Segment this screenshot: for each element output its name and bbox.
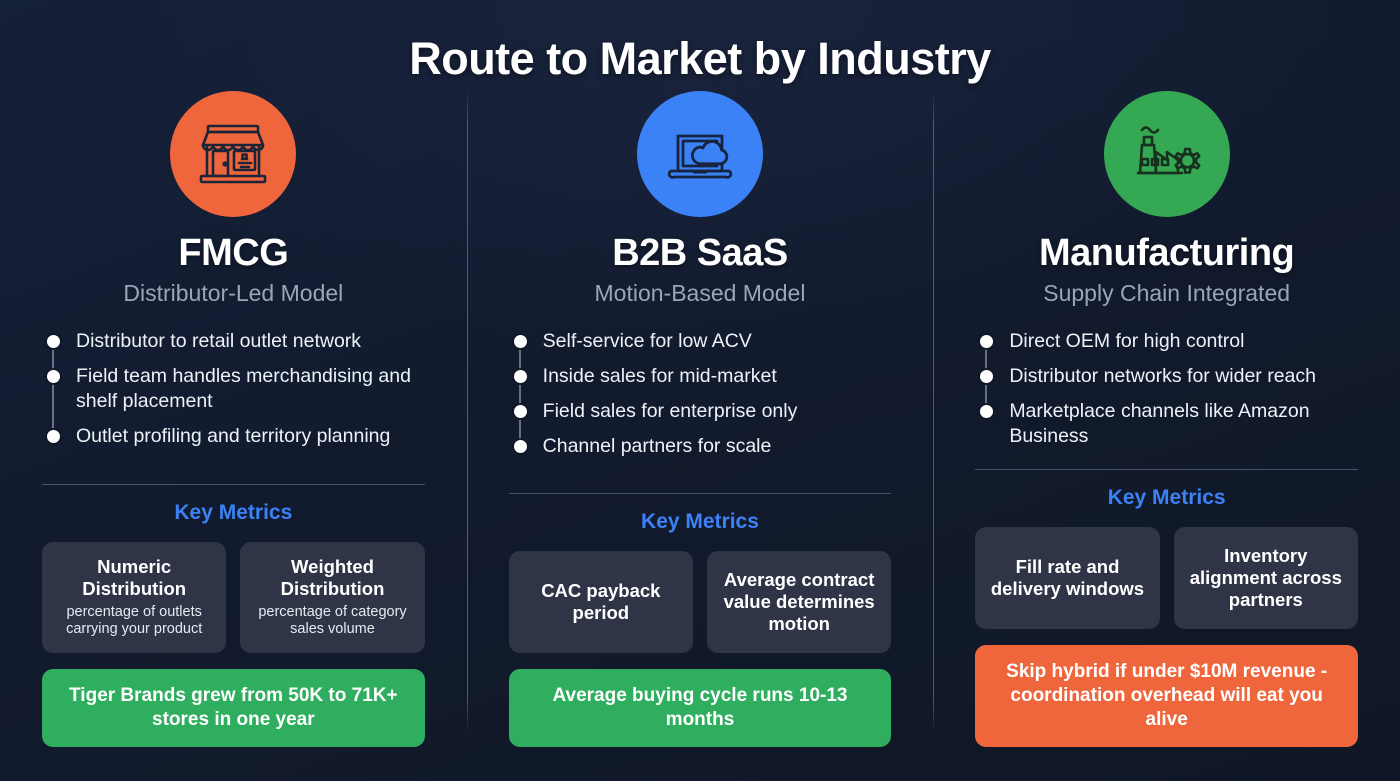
industry-columns: FMCG Distributor-Led Model Distributor t…: [0, 85, 1400, 747]
industry-column-manufacturing: Manufacturing Supply Chain Integrated Di…: [933, 85, 1400, 747]
metric-card[interactable]: Fill rate and delivery windows: [975, 526, 1160, 629]
bullet-text: Distributor to retail outlet network: [76, 329, 362, 352]
bullet-text: Channel partners for scale: [542, 434, 772, 457]
highlight-banner-manufacturing: Skip hybrid if under $10M revenue - coor…: [975, 644, 1358, 747]
section-divider: [42, 484, 425, 486]
bullet-text: Inside sales for mid-market: [542, 364, 777, 387]
industry-column-b2b-saas: B2B SaaS Motion-Based Model Self-service…: [466, 85, 934, 747]
metric-card-title: Fill rate and delivery windows: [990, 555, 1145, 599]
list-item: Inside sales for mid-market: [513, 364, 892, 389]
section-divider: [508, 492, 892, 494]
metric-card-title: Average contract value determines motion: [723, 569, 875, 634]
industry-column-fmcg: FMCG Distributor-Led Model Distributor t…: [0, 85, 467, 747]
bullet-dot-icon: [513, 334, 527, 348]
bullet-dot-icon: [513, 369, 527, 383]
bullet-text: Field team handles merchandising and she…: [76, 364, 411, 412]
highlight-banner-text: Skip hybrid if under $10M revenue - coor…: [1006, 660, 1328, 730]
column-subtitle-b2b-saas: Motion-Based Model: [594, 279, 806, 306]
highlight-banner-text: Tiger Brands grew from 50K to 71K+ store…: [69, 684, 398, 730]
highlight-banner-fmcg: Tiger Brands grew from 50K to 71K+ store…: [42, 668, 425, 747]
list-item: Distributor networks for wider reach: [980, 364, 1358, 389]
column-subtitle-manufacturing: Supply Chain Integrated: [1043, 279, 1291, 306]
column-subtitle-fmcg: Distributor-Led Model: [123, 279, 344, 306]
metric-card-title: Weighted Distribution: [280, 556, 385, 600]
column-title-b2b-saas: B2B SaaS: [612, 232, 788, 274]
bullet-dot-icon: [513, 404, 527, 418]
bullet-dot-icon: [980, 334, 994, 348]
metric-card[interactable]: Numeric Distribution percentage of outle…: [42, 542, 227, 653]
key-metrics-heading: Key Metrics: [1107, 485, 1226, 509]
bullet-dot-icon: [980, 404, 994, 418]
bullet-list-manufacturing: Direct OEM for high control Distributor …: [975, 329, 1358, 449]
list-item: Self-service for low ACV: [513, 329, 892, 354]
metric-card-title: Numeric Distribution: [82, 556, 187, 600]
bullet-text: Field sales for enterprise only: [542, 399, 798, 422]
section-divider: [975, 468, 1358, 470]
list-item: Marketplace channels like Amazon Busines…: [980, 399, 1358, 449]
highlight-banner-b2b-saas: Average buying cycle runs 10-13 months: [508, 668, 892, 747]
bullet-list-fmcg: Distributor to retail outlet network Fie…: [42, 329, 425, 449]
bullet-text: Self-service for low ACV: [542, 329, 752, 352]
icon-wrap-manufacturing: [975, 91, 1358, 217]
list-item: Outlet profiling and territory planning: [47, 424, 425, 449]
list-item: Field team handles merchandising and she…: [47, 364, 425, 414]
metric-card-desc: percentage of outlets carrying your prod…: [66, 603, 203, 638]
metric-card-desc: percentage of category sales volume: [258, 603, 407, 638]
bullet-list-b2b-saas: Self-service for low ACV Inside sales fo…: [509, 329, 892, 459]
bullet-text: Direct OEM for high control: [1009, 329, 1245, 352]
factory-gear-icon: [1103, 91, 1230, 217]
bullet-dot-icon: [513, 439, 527, 453]
metric-card[interactable]: Average contract value determines motion: [706, 550, 892, 653]
bullet-dot-icon: [47, 429, 60, 443]
list-item: Distributor to retail outlet network: [47, 329, 425, 354]
metric-card-title: Inventory alignment across partners: [1189, 544, 1342, 610]
bullet-dot-icon: [47, 369, 60, 383]
metric-card-title: CAC payback period: [541, 579, 661, 623]
metric-card[interactable]: CAC payback period: [508, 550, 693, 653]
metric-card-group-fmcg: Numeric Distribution percentage of outle…: [42, 542, 425, 653]
bullet-rail: [52, 340, 54, 435]
spacer: [975, 449, 1358, 469]
column-title-manufacturing: Manufacturing: [1039, 232, 1295, 274]
bullet-text: Outlet profiling and territory planning: [76, 424, 391, 447]
cloud-laptop-icon: [636, 91, 763, 217]
metric-card-group-b2b-saas: CAC payback period Average contract valu…: [508, 550, 892, 653]
metric-card-group-manufacturing: Fill rate and delivery windows Inventory…: [975, 526, 1358, 629]
list-item: Field sales for enterprise only: [513, 399, 892, 424]
storefront-icon: [170, 91, 297, 217]
metric-card[interactable]: Inventory alignment across partners: [1173, 526, 1358, 629]
spacer: [42, 449, 425, 485]
list-item: Direct OEM for high control: [980, 329, 1358, 354]
bullet-text: Distributor networks for wider reach: [1009, 364, 1316, 387]
bullet-dot-icon: [980, 369, 994, 383]
metric-card[interactable]: Weighted Distribution percentage of cate…: [240, 542, 425, 653]
icon-wrap-b2b-saas: [509, 91, 892, 217]
page-title: Route to Market by Industry: [409, 33, 991, 84]
key-metrics-heading: Key Metrics: [641, 509, 759, 533]
bullet-dot-icon: [47, 334, 60, 348]
list-item: Channel partners for scale: [513, 434, 892, 459]
spacer: [509, 459, 892, 493]
key-metrics-heading: Key Metrics: [174, 501, 293, 525]
bullet-text: Marketplace channels like Amazon Busines…: [1009, 399, 1310, 447]
icon-wrap-fmcg: [42, 91, 425, 217]
highlight-banner-text: Average buying cycle runs 10-13 months: [552, 684, 848, 730]
column-title-fmcg: FMCG: [178, 232, 289, 274]
bullet-rail: [518, 340, 521, 449]
